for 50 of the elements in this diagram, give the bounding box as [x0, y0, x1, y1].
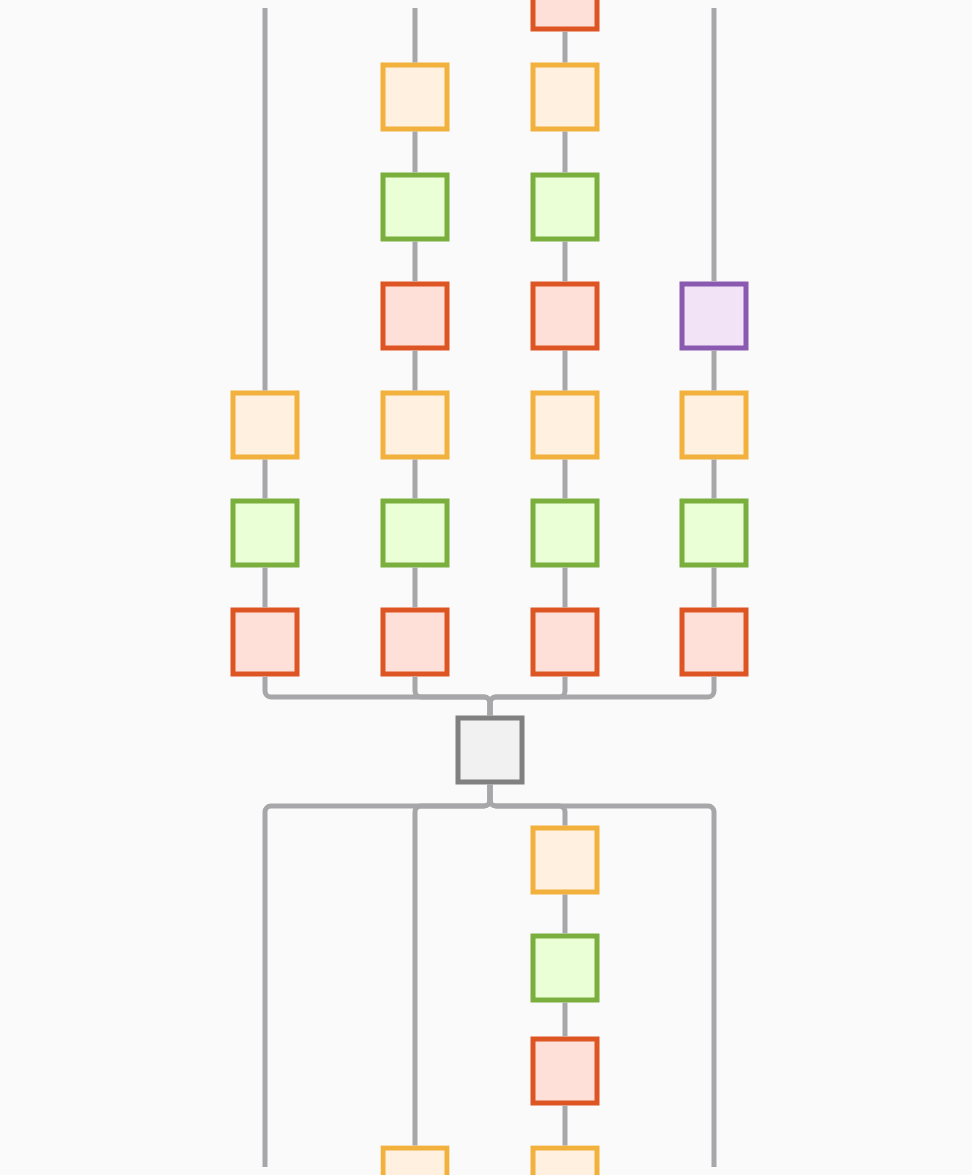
- box: [380, 62, 450, 132]
- box: [230, 498, 300, 568]
- box: [530, 825, 600, 895]
- box: [530, 172, 600, 242]
- box: [380, 607, 450, 677]
- box: [530, 390, 600, 460]
- connector-line: [711, 567, 717, 608]
- connector-line: [562, 1002, 568, 1037]
- box: [530, 498, 600, 568]
- connector-line: [711, 459, 717, 499]
- connector-line: [262, 567, 268, 608]
- box: [530, 1036, 600, 1106]
- box: [679, 607, 749, 677]
- box: [679, 281, 749, 351]
- box: [530, 281, 600, 351]
- connector-line: [412, 8, 418, 63]
- connector-line: [412, 567, 418, 608]
- connector-line: [412, 131, 418, 173]
- connector-line: [562, 459, 568, 499]
- connector-line: [412, 350, 418, 391]
- box: [230, 390, 300, 460]
- connector-line: [711, 350, 717, 391]
- box: [380, 498, 450, 568]
- connector-line: [562, 567, 568, 608]
- connector-line: [487, 784, 717, 1167]
- connector-line: [562, 1105, 568, 1146]
- box: [530, 933, 600, 1003]
- box: [380, 281, 450, 351]
- connector-line: [262, 459, 268, 499]
- box: [230, 607, 300, 677]
- connector-line: [562, 350, 568, 391]
- box: [530, 62, 600, 132]
- connector-line: [711, 8, 717, 282]
- connector-line: [562, 241, 568, 282]
- connector-line: [412, 241, 418, 282]
- box: [380, 172, 450, 242]
- connector-line: [562, 131, 568, 173]
- box: [530, 1145, 600, 1175]
- box: [530, 0, 600, 32]
- box: [380, 390, 450, 460]
- connector-line: [487, 676, 717, 716]
- box: [455, 715, 525, 785]
- box: [380, 1145, 450, 1175]
- connector-line: [562, 894, 568, 934]
- box: [679, 390, 749, 460]
- box: [530, 607, 600, 677]
- connector-line: [262, 8, 268, 391]
- connector-line: [412, 459, 418, 499]
- connector-line: [562, 31, 568, 63]
- box: [679, 498, 749, 568]
